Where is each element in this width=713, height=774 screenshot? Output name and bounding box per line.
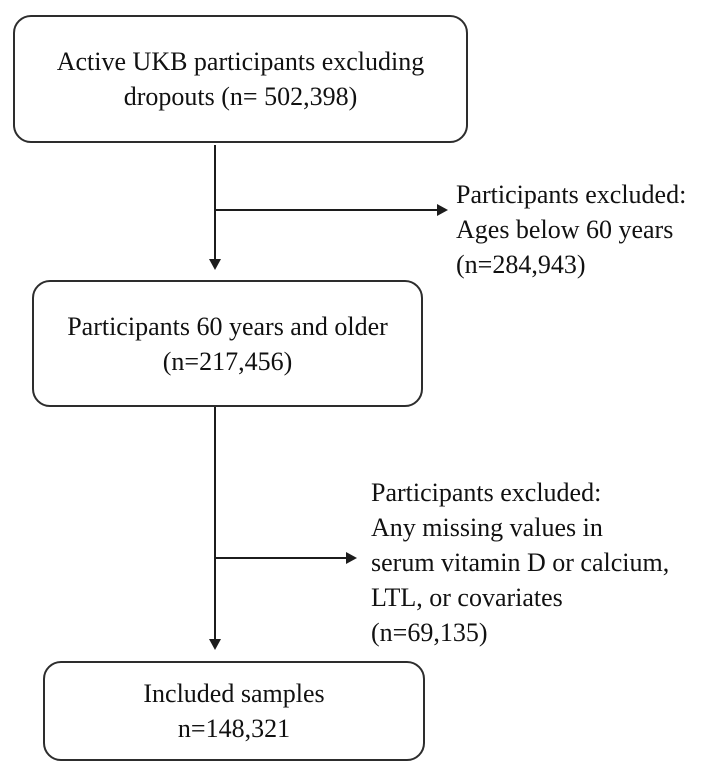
exclusion-text-line: (n=284,943) — [456, 250, 586, 279]
box-active-ukb-participants: Active UKB participants excluding dropou… — [13, 15, 468, 143]
arrowhead-down-icon — [209, 639, 221, 650]
arrowhead-right-icon — [437, 204, 448, 216]
box-text-line: Active UKB participants excluding — [56, 47, 425, 76]
exclusion-note-ages-below-60: Participants excluded: Ages below 60 yea… — [456, 177, 686, 282]
arrowhead-down-icon — [209, 259, 221, 270]
exclusion-text-line: Participants excluded: — [456, 180, 687, 209]
arrow-line-box2-to-box3 — [214, 407, 216, 639]
box-included-samples: Included samples n=148,321 — [43, 661, 425, 761]
arrow-line-box1-to-box2 — [214, 145, 216, 260]
exclusion-text-line: (n=69,135) — [371, 618, 488, 647]
box-text-line: dropouts (n= 502,398) — [123, 82, 358, 111]
box-text-line: n=148,321 — [177, 714, 291, 743]
box-participants-60-and-older: Participants 60 years and older (n=217,4… — [32, 280, 423, 407]
exclusion-text-line: LTL, or covariates — [371, 583, 563, 612]
exclusion-note-missing-values: Participants excluded: Any missing value… — [371, 475, 669, 650]
arrow-line-branch-exclusion-1 — [214, 209, 438, 211]
arrowhead-right-icon — [346, 552, 357, 564]
box-text-line: (n=217,456) — [162, 346, 293, 376]
exclusion-text-line: serum vitamin D or calcium, — [371, 548, 670, 577]
box-text-line: Participants 60 years and older — [67, 311, 388, 341]
exclusion-text-line: Participants excluded: — [371, 478, 602, 507]
exclusion-text-line: Ages below 60 years — [456, 215, 674, 244]
arrow-line-branch-exclusion-2 — [214, 557, 346, 559]
box-text-line: Included samples — [143, 679, 325, 708]
exclusion-text-line: Any missing values in — [371, 513, 603, 542]
